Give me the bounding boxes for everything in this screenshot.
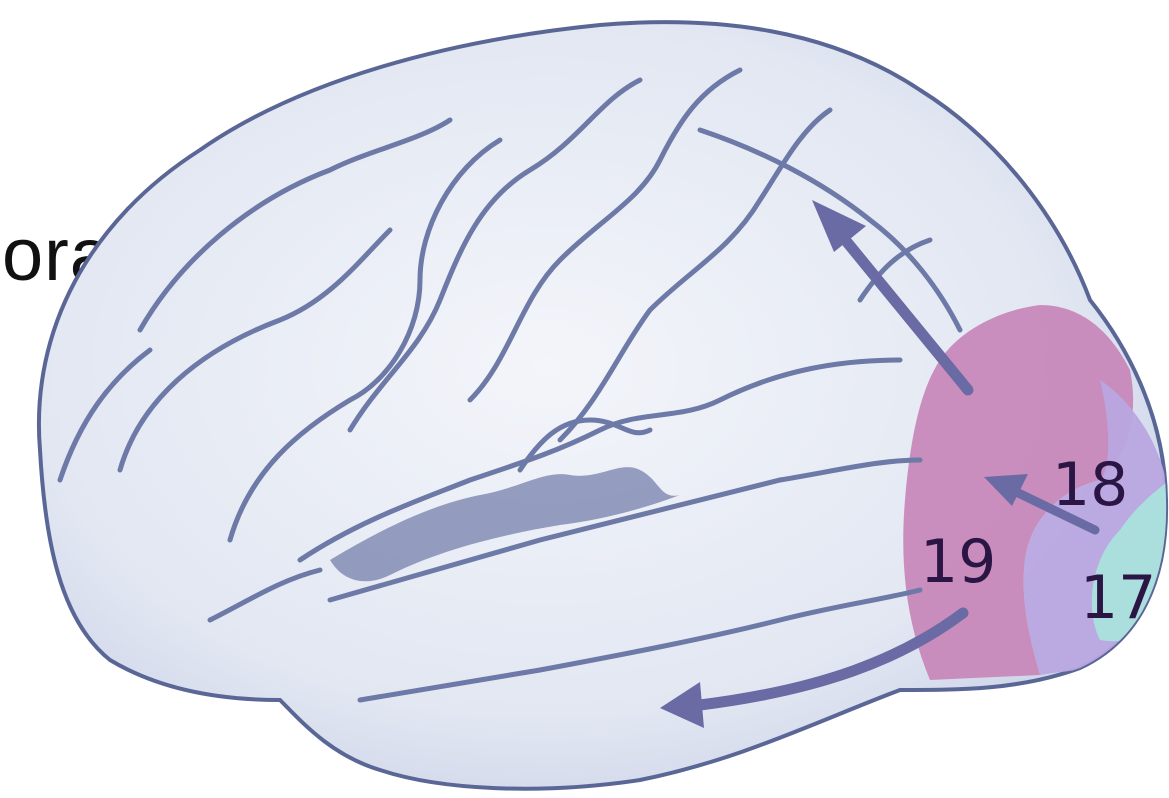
- area-17-label: 17: [1080, 563, 1156, 633]
- area-18-label: 18: [1052, 450, 1128, 520]
- area-19-label: 19: [920, 527, 996, 597]
